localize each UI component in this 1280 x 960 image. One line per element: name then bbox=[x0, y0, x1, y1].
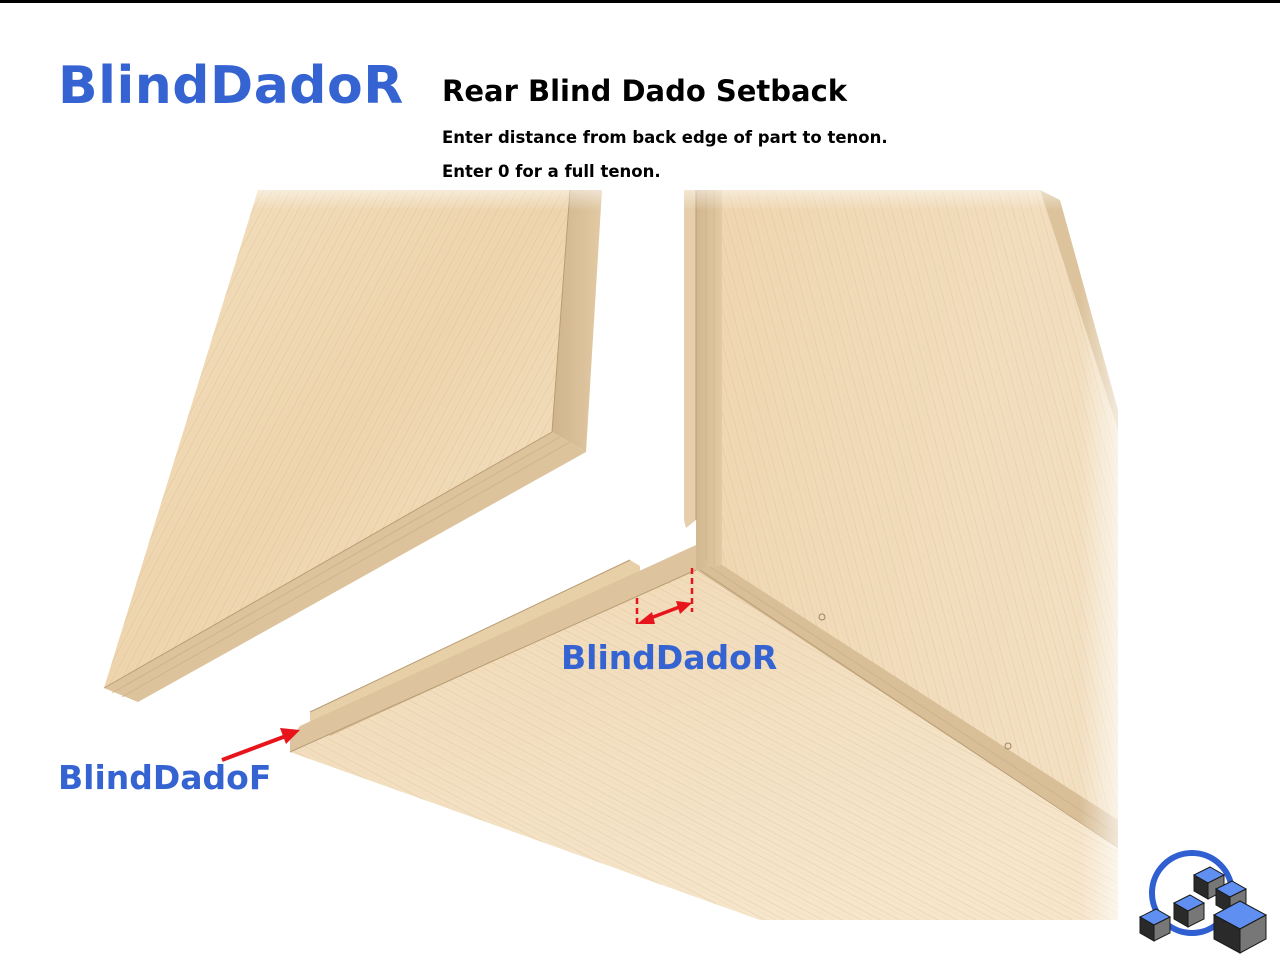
callout-front-label: BlindDadoF bbox=[58, 758, 272, 797]
rear-setback-dimension bbox=[635, 568, 694, 628]
back-panel bbox=[684, 190, 1119, 849]
company-logo-cubes-icon bbox=[1138, 850, 1268, 954]
left-panel bbox=[103, 189, 602, 702]
instruction-line-2: Enter 0 for a full tenon. bbox=[442, 162, 661, 181]
bottom-panel bbox=[289, 545, 1118, 920]
top-border-line bbox=[0, 0, 1280, 3]
instruction-line-1: Enter distance from back edge of part to… bbox=[442, 128, 888, 147]
slide-heading: Rear Blind Dado Setback bbox=[442, 74, 848, 108]
front-dado-arrow bbox=[221, 728, 300, 762]
callout-rear-label: BlindDadoR bbox=[561, 638, 778, 677]
slide-title: BlindDadoR bbox=[58, 56, 404, 116]
